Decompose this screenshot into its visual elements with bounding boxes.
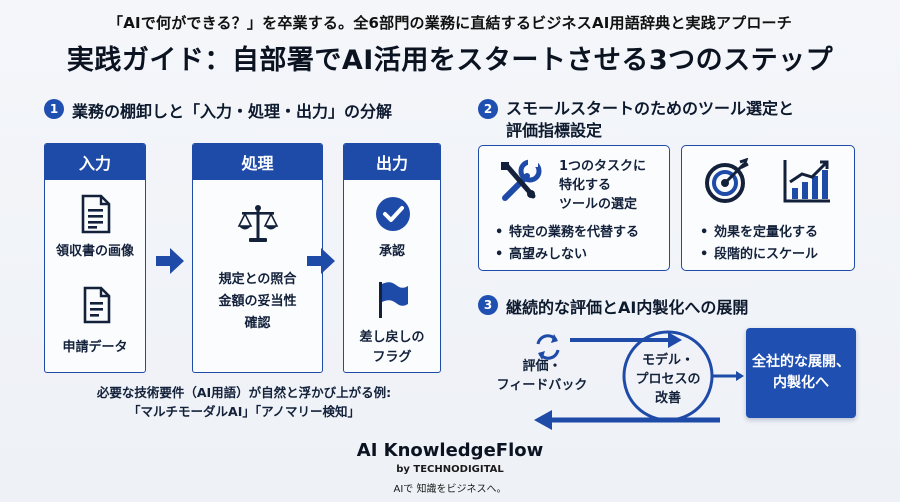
- step2-heading: 2 スモールスタートのためのツール選定と 評価指標設定: [478, 98, 794, 143]
- input-item-receipt: 領収書の画像: [55, 244, 134, 259]
- step1-heading: 1 業務の棚卸しと「入力・処理・出力」の分解: [44, 98, 392, 122]
- target-icon: [705, 158, 749, 203]
- scales-icon: [237, 205, 279, 242]
- step1-title: 業務の棚卸しと「入力・処理・出力」の分解: [72, 102, 393, 121]
- growth-chart-icon: [783, 160, 830, 203]
- application-document-icon: [83, 286, 111, 324]
- process-item-rule-check: 規定との照合: [218, 272, 297, 287]
- column-process: 処理 規定との照合 金額の妥当性 確認: [192, 143, 323, 373]
- flag-icon: [379, 282, 408, 318]
- result-box: 全社的な展開、 内製化へ: [746, 328, 856, 418]
- list-item: •特定の業務を代替する: [495, 225, 640, 240]
- list-item: •効果を定量化する: [700, 225, 819, 240]
- column-input-header: 入力: [45, 144, 145, 180]
- process-item-amount-validity: 金額の妥当性: [218, 294, 297, 309]
- tool-bullets: •特定の業務を代替する •高望みしない: [495, 222, 639, 266]
- tools-icon: [501, 158, 542, 201]
- result-line1: 全社的な展開、: [752, 354, 850, 370]
- output-item-flag: フラグ: [372, 350, 412, 365]
- column-input: 入力 領収書の画像 申請データ: [44, 143, 146, 373]
- output-item-sendback: 差し戻しの: [359, 330, 425, 345]
- check-circle-icon: [376, 197, 410, 231]
- tool-lead-line1: 1つのタスクに: [559, 159, 647, 174]
- output-item-approve: 承認: [378, 244, 405, 259]
- step1-note-line2: 「マルチモーダルAI」「アノマリー検知」: [128, 404, 360, 420]
- process-item-confirm: 確認: [244, 316, 271, 331]
- step1-note-line1: 必要な技術要件（AI用語）が自然と浮かび上がる例:: [96, 385, 392, 400]
- cycle-diagram: [534, 330, 744, 430]
- step3-heading: 3 継続的な評価とAI内製化への展開: [478, 294, 748, 318]
- list-item: •段階的にスケール: [700, 247, 819, 263]
- tool-selection-lead: 1つのタスクに 特化する ツールの選定: [559, 158, 646, 215]
- cycle-improve-line1: モデル・: [641, 353, 694, 368]
- tool-lead-line3: ツールの選定: [559, 196, 638, 212]
- cycle-improve-line3: 改善: [654, 390, 681, 406]
- metrics-card: •効果を定量化する •段階的にスケール: [681, 145, 855, 271]
- column-process-header: 処理: [193, 144, 322, 180]
- arrow-right-icon: [307, 248, 335, 274]
- tool-lead-line2: 特化する: [559, 177, 612, 193]
- arrow-right-icon: [156, 248, 184, 274]
- step2-title-line1: スモールスタートのためのツール選定と: [506, 99, 795, 118]
- receipt-document-icon: [81, 194, 111, 234]
- list-item: •高望みしない: [495, 247, 588, 263]
- column-output: 出力 承認 差し戻しの フラグ: [343, 143, 441, 373]
- cycle-improve-label: モデル・ プロセスの 改善: [620, 352, 716, 409]
- step1-note: 必要な技術要件（AI用語）が自然と浮かび上がる例: 「マルチモーダルAI」「アノ…: [44, 383, 444, 422]
- footer-brand: AI KnowledgeFlow: [356, 440, 544, 461]
- column-output-header: 出力: [344, 144, 440, 180]
- cycle-improve-line2: プロセスの: [635, 371, 701, 387]
- footer-tagline: AIで 知識をビジネスへ。: [393, 484, 507, 495]
- tool-selection-card: 1つのタスクに 特化する ツールの選定 •特定の業務を代替する •高望みしない: [478, 145, 670, 271]
- cycle-feedback-line1: 評価・: [522, 359, 562, 374]
- cycle-feedback-label: 評価・ フィードバック: [492, 358, 592, 396]
- result-line2: 内製化へ: [773, 375, 829, 391]
- step1-number: 1: [44, 99, 64, 119]
- step3-title: 継続的な評価とAI内製化への展開: [506, 298, 749, 317]
- step2-number: 2: [478, 99, 498, 119]
- page-title: 実践ガイド：自部署でAI活用をスタートさせる3つのステップ: [66, 45, 834, 76]
- metrics-bullets: •効果を定量化する •段階的にスケール: [700, 222, 818, 266]
- step3-number: 3: [478, 295, 498, 315]
- step2-title-line2: 評価指標設定: [506, 121, 603, 141]
- header-kicker: 「AIで何ができる？」を卒業する。全6部門の業務に直結するビジネスAI用語辞典と…: [108, 14, 792, 32]
- cycle-feedback-line2: フィードバック: [496, 377, 588, 393]
- input-item-application-data: 申請データ: [62, 340, 128, 355]
- footer-by: by TECHNODIGITAL: [396, 464, 504, 475]
